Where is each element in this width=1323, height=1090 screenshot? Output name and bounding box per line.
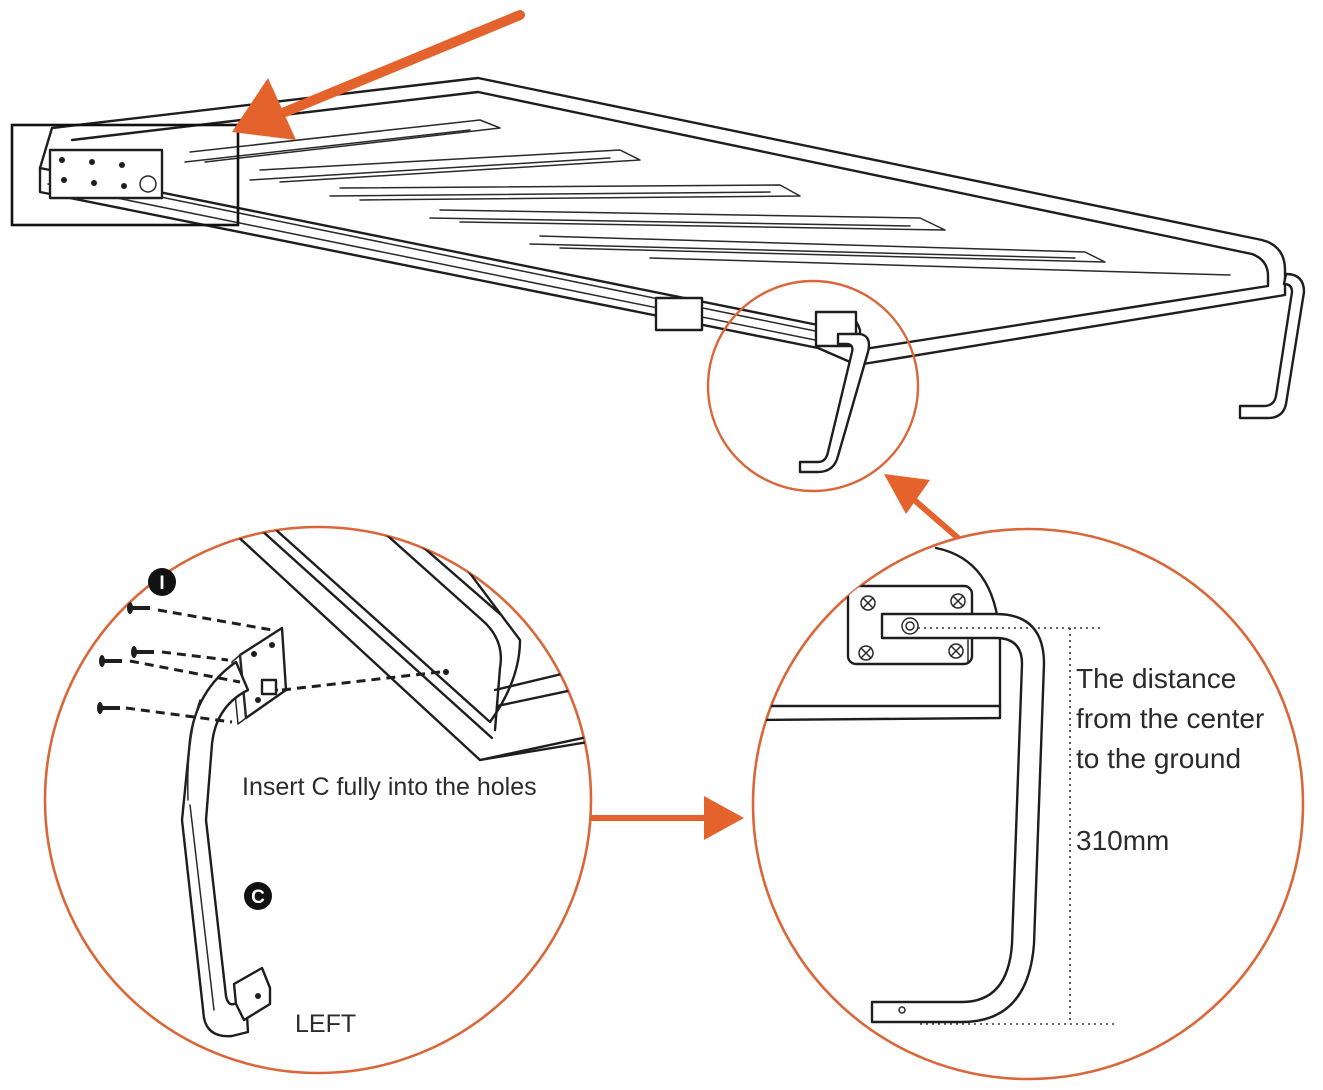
distance-line-1: The distance <box>1076 663 1236 694</box>
leg-profile <box>870 612 1046 1024</box>
pointer-arrow-top <box>232 10 525 140</box>
front-right-leg <box>798 310 871 474</box>
screws <box>97 602 154 714</box>
slats <box>184 119 1231 276</box>
marker-i <box>148 568 176 596</box>
plate-screws <box>858 593 966 661</box>
frame-center-block <box>654 296 704 332</box>
highlight-box <box>10 123 240 227</box>
insert-instruction: Insert C fully into the holes <box>242 773 537 801</box>
label-part-i: I <box>159 573 164 594</box>
bed-frame <box>38 76 1306 474</box>
right-detail: The distance from the center to the grou… <box>751 527 1305 1081</box>
side-label: LEFT <box>295 1010 356 1038</box>
label-part-c: C <box>251 887 265 908</box>
left-detail: I C Insert C fully into the holes LEFT <box>43 525 593 1075</box>
frame-inner-edge <box>70 90 1270 352</box>
pointer-arrow-up <box>884 474 960 541</box>
marker-c <box>244 882 272 910</box>
frame-rail-inner-2 <box>47 183 821 342</box>
callout-circle-small <box>706 279 920 493</box>
distance-line-2: from the center <box>1076 703 1264 734</box>
measurement-value: 310mm <box>1076 825 1169 856</box>
pointer-arrow-right <box>584 796 744 840</box>
distance-line-3: to the ground <box>1076 743 1241 774</box>
back-right-leg <box>1238 272 1306 420</box>
left-mount-plate <box>48 148 164 200</box>
